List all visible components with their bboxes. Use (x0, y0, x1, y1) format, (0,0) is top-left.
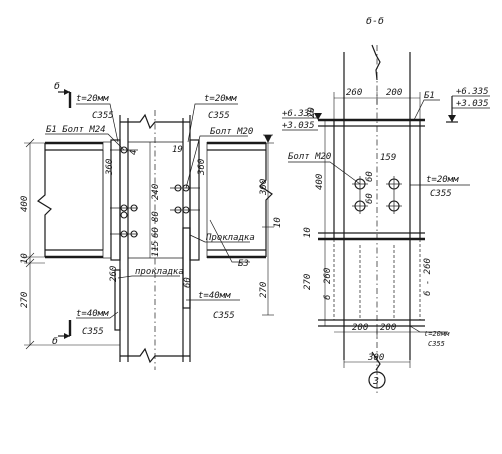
dim-270-section: 270 (303, 274, 313, 290)
bolt-icon (120, 211, 128, 219)
dim-115: 115 (151, 241, 161, 257)
dim-270: 270 (20, 292, 30, 308)
label-plate-t20-a: t=20мм (76, 94, 109, 104)
dim-80: 80 (151, 211, 161, 222)
section-mark-top: б (54, 80, 60, 92)
dim-300: 300 (259, 179, 269, 196)
label-beam-b3: Б3 (238, 259, 249, 269)
right-bolt-group (170, 184, 200, 214)
axis-bubble: 3 (368, 371, 386, 389)
label-plate-t40-grade: С355 (213, 311, 235, 321)
bottom-horizontal-dims: 200 200 300 (334, 323, 420, 368)
dim-260-top: 260 (346, 88, 362, 98)
dim-270-right: 270 (259, 282, 269, 298)
plate-low-label: t=20мм С355 (409, 325, 450, 348)
label-gasket-right: Прокладка (205, 233, 255, 243)
label-beam-b1: Б1 (424, 91, 435, 101)
gasket (114, 227, 191, 331)
dim-240: 240 (151, 184, 161, 200)
level-bot-right: +3.035 (456, 99, 489, 109)
section-arrow-top: б (54, 80, 72, 108)
label-plate-t20-a-grade: С355 (92, 111, 114, 121)
level-top-right: +6.335 (456, 87, 489, 97)
dim-6-260: 6 - 260 (423, 258, 433, 296)
dim-400: 400 (20, 196, 30, 212)
dim-200-bot2: 200 (380, 323, 396, 333)
dim-10-section: 10 (303, 227, 313, 238)
dim-60a: 60 (365, 171, 375, 182)
dim-10-right: 10 (273, 217, 283, 228)
right-end-plate (189, 139, 208, 261)
label-plate-t20: t=20мм (426, 175, 459, 185)
section-mark-bottom: б (52, 335, 58, 347)
level-bot-left: +3.035 (282, 121, 315, 131)
plate-label: t=20мм С355 (410, 175, 470, 199)
left-end-plate (102, 139, 121, 261)
bolt-label: Болт М20 (288, 152, 361, 185)
dim-60b: 60 (365, 193, 375, 204)
dim-10-left: 10 (20, 253, 30, 264)
label-plate-t40: t=40мм (198, 291, 231, 301)
dim-159: 159 (380, 153, 396, 163)
dim-60: 60 (151, 227, 161, 238)
dim-20: 20 (307, 107, 317, 118)
dim-200-bot: 200 (352, 323, 368, 333)
label-plate-t20-grade: С355 (430, 189, 452, 199)
dim-19: 19 (172, 145, 183, 155)
section-left-dims: 400 10 270 260 6 6 - 260 (303, 120, 433, 327)
left-dimension-chain: 400 10 270 (20, 138, 120, 350)
inner-dimension-chain: 240 80 60 115 360 360 19 4 260 60 (105, 142, 207, 288)
dim-260: 260 (109, 266, 119, 282)
dim-60-low: 60 (183, 277, 193, 288)
label-bolt-m20-right: Болт М20 (288, 152, 331, 162)
dim-6: 6 (323, 295, 333, 300)
left-labels: t=20мм С355 t=20мм С355 Б1 Болт М24 Болт… (45, 94, 255, 337)
label-plate-t40-b: t=40мм (76, 309, 109, 319)
dim-200-top: 200 (386, 88, 402, 98)
label-plate-t20-low: t=20мм (424, 330, 450, 338)
dim-360-left: 360 (105, 159, 115, 176)
axis-mark: 3 (372, 376, 379, 387)
left-elevation-view: б б (20, 80, 283, 370)
left-beam (36, 141, 104, 259)
label-gasket-left: прокладка (135, 267, 184, 277)
right-beam (207, 141, 273, 259)
section-arrow-bottom: б (52, 320, 72, 347)
level-top-left: +6.335 (282, 109, 315, 119)
level-marks-left: +6.335 +3.035 20 (282, 107, 322, 131)
dim-300-section: 300 (367, 353, 384, 363)
label-plate-t20-b: t=20мм (204, 94, 237, 104)
label-plate-t40-b-grade: С355 (82, 327, 104, 337)
top-horizontal-dims: 260 200 (333, 88, 421, 120)
dim-400-right: 400 (315, 174, 325, 190)
right-dimension-chain: 300 10 270 (259, 134, 283, 316)
label-plate-t20-b-grade: С355 (208, 111, 230, 121)
label-bolt-m24: Б1 Болт М24 (46, 125, 106, 135)
dim-4: 4 (129, 150, 139, 155)
section-title: б-б (366, 15, 384, 27)
dim-260-mid: 260 (323, 268, 333, 284)
level-marks-right: +6.335 +3.035 (446, 87, 490, 123)
label-bolt-m20: Болт М20 (210, 127, 253, 137)
beam-b1-label: Б1 (413, 91, 440, 121)
dim-360-right: 360 (197, 159, 207, 176)
label-plate-t20-low-grade: С355 (428, 340, 445, 348)
right-section-view: б-б (282, 15, 490, 395)
bolt-spacing-dims: 159 60 60 (365, 153, 396, 204)
